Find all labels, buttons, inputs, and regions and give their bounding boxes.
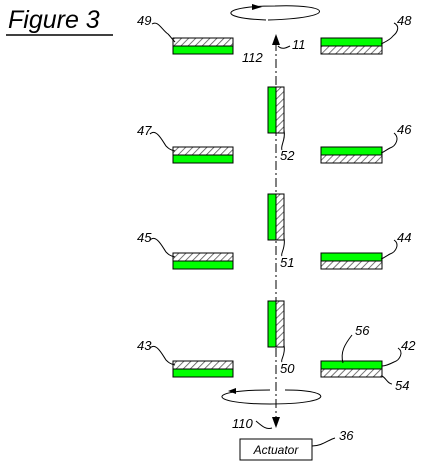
ref-42: 42: [401, 338, 416, 353]
ref-46: 46: [397, 122, 412, 137]
ref-47: 47: [137, 123, 152, 138]
ref-45: 45: [137, 230, 152, 245]
plate-44: [320, 252, 383, 270]
plate-46: [320, 146, 383, 164]
ref-112: 112: [242, 50, 263, 65]
center-plate-50: [267, 300, 285, 348]
ref-36: 36: [339, 428, 354, 443]
center-plate-52: [267, 86, 285, 134]
plate-47: [172, 146, 234, 164]
ref-54: 54: [395, 378, 409, 393]
plate-43: [172, 360, 234, 378]
actuator-box: [239, 438, 313, 461]
plate-49: [172, 37, 234, 55]
ref-11: 11: [292, 37, 306, 52]
center-plate-51: [267, 193, 285, 241]
ref-50: 50: [280, 361, 295, 376]
plate-48: [320, 37, 383, 55]
actuator-label: Actuator: [253, 443, 300, 457]
figure-title: Figure 3: [8, 6, 100, 34]
leader-lines: [149, 22, 402, 447]
ref-56: 56: [355, 323, 370, 338]
ref-44: 44: [397, 230, 411, 245]
ref-51: 51: [280, 255, 294, 270]
ref-49: 49: [137, 13, 151, 28]
axis-arrow-down: [272, 417, 280, 428]
ref-52: 52: [280, 148, 295, 163]
ref-110: 110: [232, 416, 253, 431]
bottom-rotation-arrow: [221, 388, 322, 405]
ref-43: 43: [137, 338, 152, 353]
ref-48: 48: [397, 13, 412, 28]
top-rotation-arrow: [230, 4, 320, 21]
plate-45: [172, 252, 234, 270]
plate-42: [320, 360, 383, 378]
axis-arrow-up: [272, 34, 280, 45]
